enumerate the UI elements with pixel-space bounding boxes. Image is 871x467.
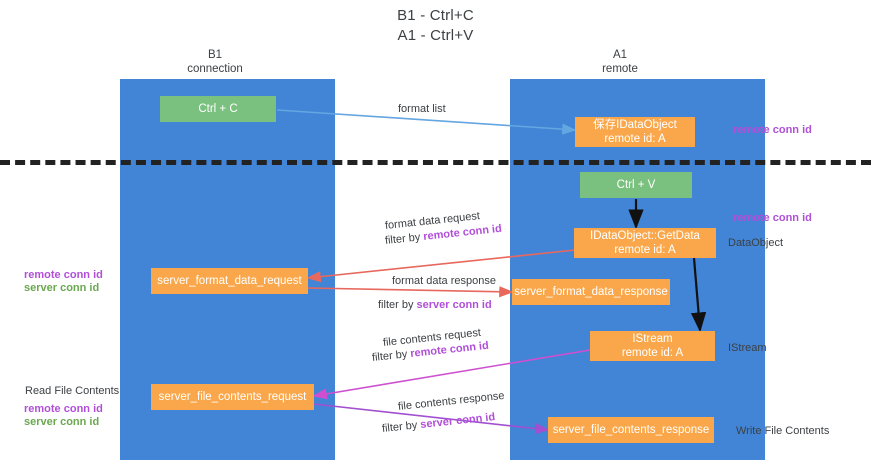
column-header-a1-role: remote [602, 63, 638, 75]
page-title: B1 - Ctrl+C A1 - Ctrl+V [0, 6, 871, 46]
section-divider [0, 160, 871, 165]
side-label-remote-conn-id-top: remote conn id [733, 124, 812, 136]
box-idataobject-create-line1: 保存IDataObject [593, 119, 677, 131]
box-getdata-line2: remote id: A [614, 244, 676, 256]
box-idataobject-create[interactable]: 保存IDataObject remote id: A [575, 117, 695, 147]
column-header-b1-role: connection [187, 63, 243, 75]
side-label-dataobject: DataObject [728, 237, 784, 249]
filter-prefix: filter by [384, 231, 424, 247]
box-ctrl-v[interactable]: Ctrl + V [580, 172, 692, 198]
box-getdata[interactable]: IDataObject::GetData remote id: A [574, 228, 716, 258]
title-line-2: A1 - Ctrl+V [397, 27, 474, 44]
box-getdata-line1: IDataObject::GetData [590, 230, 700, 242]
edge-label-format-data-response-filter: filter by server conn id [378, 298, 492, 312]
side-label-left-remote-conn-id-bot: remote conn id [24, 403, 103, 415]
box-server-file-contents-request-label: server_file_contents_request [158, 391, 307, 403]
side-label-read-file-contents: Read File Contents [25, 385, 120, 397]
filter-key: server conn id [416, 299, 492, 311]
box-server-file-contents-request[interactable]: server_file_contents_request [151, 384, 314, 410]
side-label-left-server-conn-id-mid: server conn id [24, 282, 100, 294]
box-server-file-contents-response[interactable]: server_file_contents_response [548, 417, 714, 443]
column-header-b1: B1 connection [145, 48, 285, 76]
column-header-b1-name: B1 [207, 49, 223, 61]
title-line-1: B1 - Ctrl+C [397, 7, 474, 24]
filter-prefix: filter by [381, 419, 421, 435]
box-server-format-data-request-label: server_format_data_request [157, 275, 302, 287]
box-istream[interactable]: IStream remote id: A [590, 331, 715, 361]
arrow-format-data-response [307, 286, 514, 298]
column-header-a1-name: A1 [612, 49, 628, 61]
box-istream-line2: remote id: A [621, 347, 684, 359]
box-server-file-contents-response-label: server_file_contents_response [552, 424, 710, 436]
box-istream-line1: IStream [632, 333, 673, 345]
side-label-left-server-conn-id-bot: server conn id [24, 416, 100, 428]
column-header-a1: A1 remote [550, 48, 690, 76]
side-label-write-file-contents: Write File Contents [736, 425, 830, 437]
side-label-left-remote-conn-id-mid: remote conn id [24, 269, 103, 281]
edge-label-file-contents-response-filter: filter by server conn id [381, 410, 496, 436]
box-idataobject-create-line2: remote id: A [604, 133, 666, 145]
box-server-format-data-response-label: server_format_data_response [514, 286, 668, 298]
box-ctrl-c-label: Ctrl + C [198, 103, 238, 115]
filter-prefix: filter by [371, 348, 411, 364]
box-ctrl-v-label: Ctrl + V [616, 179, 656, 191]
side-label-istream: IStream [728, 342, 767, 354]
box-server-format-data-request[interactable]: server_format_data_request [151, 268, 308, 294]
filter-prefix: filter by [378, 299, 417, 311]
box-ctrl-c[interactable]: Ctrl + C [160, 96, 276, 122]
side-label-remote-conn-id-mid: remote conn id [733, 212, 812, 224]
edge-label-format-list: format list [398, 103, 446, 115]
edge-label-format-data-response: format data response [392, 275, 496, 287]
filter-key: server conn id [419, 411, 496, 431]
box-server-format-data-response[interactable]: server_format_data_response [512, 279, 670, 305]
